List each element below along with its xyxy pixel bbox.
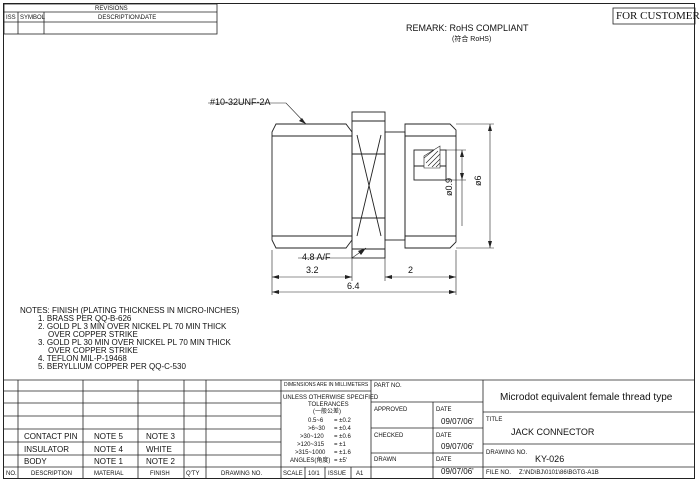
connector-outline xyxy=(271,111,457,259)
bom-row-3-finish: NOTE 2 xyxy=(146,457,175,466)
tol-unless-1: UNLESS OTHERWISE SPECIFIED xyxy=(283,395,379,401)
bom-row-3-desc: BODY xyxy=(24,457,47,466)
tol-range-2: >6~30 xyxy=(308,426,326,432)
stamp-box xyxy=(612,7,696,25)
revisions-col-symbol: SYMBOL xyxy=(20,15,46,21)
tol-value-4: = ±1 xyxy=(334,442,346,448)
note-3-cont: OVER COPPER STRIKE xyxy=(48,346,138,355)
neck xyxy=(384,131,406,241)
bom-row-1-material: NOTE 5 xyxy=(94,432,123,441)
note-1: 1. BRASS PER QQ-B-626 xyxy=(38,314,132,323)
issue-label: ISSUE xyxy=(328,471,347,477)
remark-rohs: REMARK: RoHS COMPLIANT xyxy=(406,23,529,33)
tol-range-1: 0.5~6 xyxy=(308,418,324,424)
title-label: TITLE xyxy=(486,417,503,423)
part-no-label: PART NO. xyxy=(374,383,402,389)
note-2-cont: OVER COPPER STRIKE xyxy=(48,330,138,339)
bom-header-drawing-no: DRAWING NO. xyxy=(221,471,263,477)
tol-unless-3: (一般公差) xyxy=(313,409,341,415)
revisions-col-iss: ISS xyxy=(6,15,16,21)
bom-header-qty: Q'TY xyxy=(186,471,200,477)
checked-date-value: 09/07/06' xyxy=(441,442,474,451)
drawing-frame xyxy=(3,3,695,479)
revisions-table-lines xyxy=(3,3,218,35)
bom-header-finish: FINISH xyxy=(150,471,170,477)
drawn-date-value: 09/07/06' xyxy=(441,467,474,476)
file-no-label: FILE NO. xyxy=(486,470,512,476)
tol-range-4: >120~315 xyxy=(297,442,325,448)
approved-date-value: 09/07/06' xyxy=(441,417,474,426)
tol-unless-2: TOLERANCES xyxy=(308,402,349,408)
approved-date-label: DATE xyxy=(436,407,452,413)
bom-row-2-finish: WHITE xyxy=(146,445,172,454)
dimension-lines xyxy=(208,102,494,295)
tol-range-3: >30~120 xyxy=(300,434,324,440)
note-3: 3. GOLD PL 30 MIN OVER NICKEL PL 70 MIN … xyxy=(38,338,231,347)
bom-row-2-material: NOTE 4 xyxy=(94,445,123,454)
hex-callout: 4.8 A/F xyxy=(302,252,331,262)
threaded-body xyxy=(271,123,353,249)
drawing-no-label: DRAWING NO. xyxy=(486,450,528,456)
title-block-lines xyxy=(4,379,695,479)
scale-label: SCALE xyxy=(283,471,303,477)
issue-value: A1 xyxy=(356,471,364,477)
dim-3-2: 3.2 xyxy=(306,265,319,275)
note-5: 5. BERYLLIUM COPPER PER QQ-C-530 xyxy=(38,362,186,371)
bom-row-2-desc: INSULATOR xyxy=(24,445,70,454)
for-customer-stamp: FOR CUSTOMER xyxy=(616,10,700,22)
title-value: JACK CONNECTOR xyxy=(511,427,595,437)
dim-6-4: 6.4 xyxy=(347,281,360,291)
insulator-hatch xyxy=(423,145,441,169)
tol-value-6: = ±5' xyxy=(334,458,347,464)
checked-label: CHECKED xyxy=(374,433,404,439)
tol-value-5: = ±1.6 xyxy=(334,450,351,456)
dim-2: 2 xyxy=(408,265,414,275)
tol-value-2: = ±0.4 xyxy=(334,426,351,432)
checked-date-label: DATE xyxy=(436,433,452,439)
revisions-col-desc: DESCRIPTION\DATE xyxy=(98,15,157,21)
approved-label: APPROVED xyxy=(374,407,408,413)
bom-header-description: DESCRIPTION xyxy=(31,471,73,477)
drawn-label: DRAWN xyxy=(374,457,397,463)
part-description: Microdot equivalent female thread type xyxy=(500,392,673,403)
tol-value-3: = ±0.6 xyxy=(334,434,351,440)
note-4: 4. TEFLON MIL-P-19468 xyxy=(38,354,127,363)
revisions-title: REVISIONS xyxy=(95,6,128,12)
bom-row-3-material: NOTE 1 xyxy=(94,457,123,466)
thread-callout: #10-32UNF-2A xyxy=(210,97,271,107)
scale-value: 10/1 xyxy=(308,471,320,477)
file-no-value: Z:\ND\BJ\0101\86\BGTG-A1B xyxy=(519,470,599,476)
dim-diameter-0-9: ø0.9 xyxy=(444,177,454,196)
note-2: 2. GOLD PL 3 MIN OVER NICKEL PL 70 MIN T… xyxy=(38,322,227,331)
tol-range-6: ANGLES(角度) xyxy=(290,458,331,464)
notes-heading: NOTES: FINISH (PLATING THICKNESS IN MICR… xyxy=(20,306,240,315)
tol-range-5: >315~1000 xyxy=(295,450,326,456)
drawing-no-value: KY-026 xyxy=(535,454,565,464)
bom-row-1-desc: CONTACT PIN xyxy=(24,432,78,441)
tol-value-1: = ±0.2 xyxy=(334,418,351,424)
remark-rohs-cn: (符合 RoHS) xyxy=(452,36,492,43)
bom-row-1-finish: NOTE 3 xyxy=(146,432,175,441)
front-body xyxy=(404,123,457,249)
dimension-arrows xyxy=(272,118,492,294)
tol-units: DIMENSIONS ARE IN MILLIMETERS xyxy=(284,382,369,388)
bom-header-no: NO. xyxy=(6,471,17,477)
dim-diameter-6: ø6 xyxy=(473,175,483,186)
drawn-date-label: DATE xyxy=(436,457,452,463)
bom-header-material: MATERIAL xyxy=(94,471,124,477)
